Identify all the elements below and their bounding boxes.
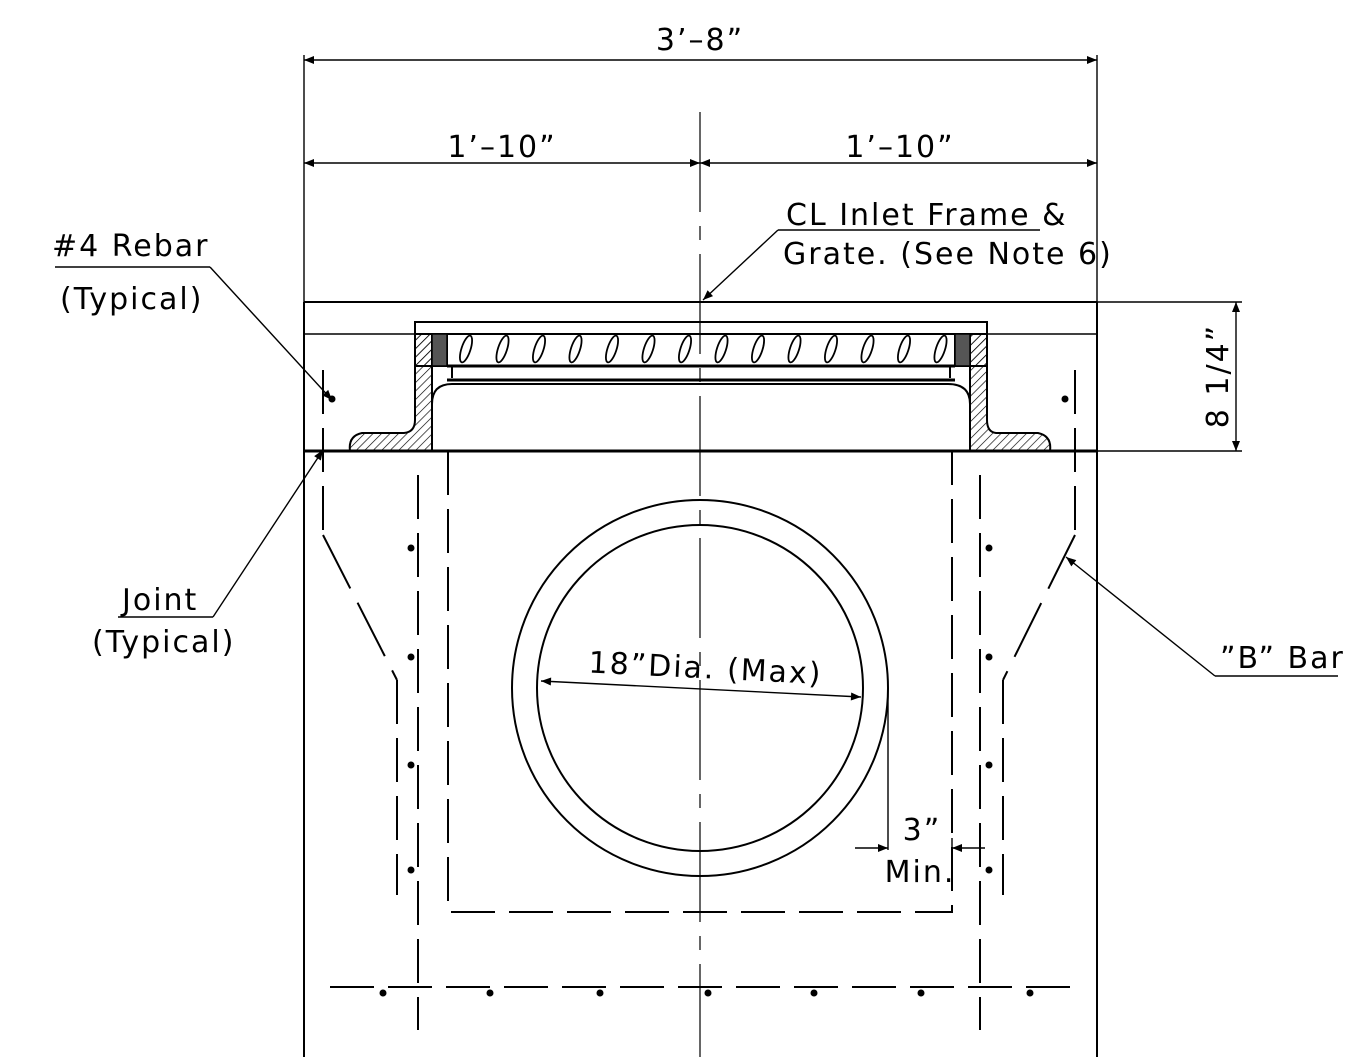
overall-width-dim: 3’–8”: [656, 23, 744, 58]
rebar-section-dot: [810, 989, 818, 997]
grate-bar: [641, 334, 656, 364]
grate-bar: [787, 334, 802, 364]
grate-bar: [459, 334, 473, 364]
grate-bar: [568, 334, 583, 364]
grate-bar: [605, 334, 619, 364]
grate-bar: [714, 334, 729, 364]
rebar-section-dot: [407, 761, 415, 769]
rebar-section-dot: [407, 866, 415, 874]
reinforcement: [322, 370, 1076, 1030]
rebar-section-dot: [704, 989, 712, 997]
svg-text:Joint: Joint: [120, 583, 198, 618]
grate-bar: [933, 334, 948, 364]
height-dimension: 8 1/4”: [1201, 302, 1240, 451]
svg-text:”B” Bar: ”B” Bar: [1220, 641, 1345, 676]
rebar-section-dot: [985, 866, 993, 874]
grate-bar: [495, 334, 510, 364]
rebar-section-dot: [917, 989, 925, 997]
grate-bar: [532, 334, 546, 364]
rebar-dots: [328, 395, 1069, 997]
grate-bar: [897, 334, 911, 364]
clearance-value: 3”: [903, 813, 942, 848]
centerline-callout: CL Inlet Frame & Grate. (See Note 6): [702, 198, 1113, 301]
rebar-section-dot: [596, 989, 604, 997]
rebar-section-dot: [407, 653, 415, 661]
grate-bar: [751, 334, 765, 364]
clearance-note: Min.: [885, 855, 956, 890]
top-dimensions: 3’–8” 1’–10” 1’–10”: [303, 23, 1098, 302]
rebar-section-dot: [985, 544, 993, 552]
rebar-section-dot: [1061, 395, 1069, 403]
rebar-section-dot: [985, 653, 993, 661]
svg-text:#4 Rebar: #4 Rebar: [52, 229, 209, 264]
svg-text:CL Inlet Frame &: CL Inlet Frame &: [786, 198, 1068, 233]
grate-bar: [678, 334, 692, 364]
grate-bars: [459, 334, 948, 364]
rebar-callout: #4 Rebar (Typical): [52, 229, 333, 401]
inlet-frame: [348, 321, 1052, 452]
joint-callout: Joint (Typical): [92, 449, 324, 660]
rebar-section-dot: [1026, 989, 1034, 997]
rebar-section-dot: [379, 989, 387, 997]
grate-bar: [860, 334, 875, 364]
rebar-section-dot: [407, 544, 415, 552]
rebar-section-dot: [985, 761, 993, 769]
grate-bar: [824, 334, 838, 364]
right-half-dim: 1’–10”: [845, 130, 954, 165]
clearance-dimension: 3” Min.: [855, 688, 985, 890]
left-half-dim: 1’–10”: [447, 130, 556, 165]
svg-text:Grate. (See Note 6): Grate. (See Note 6): [783, 237, 1113, 272]
frame-height-dim: 8 1/4”: [1201, 324, 1236, 428]
svg-text:(Typical): (Typical): [60, 282, 203, 317]
svg-text:(Typical): (Typical): [92, 625, 235, 660]
box-interior: [447, 451, 953, 913]
b-bar-callout: ”B” Bar: [1065, 556, 1345, 677]
rebar-section-dot: [486, 989, 494, 997]
